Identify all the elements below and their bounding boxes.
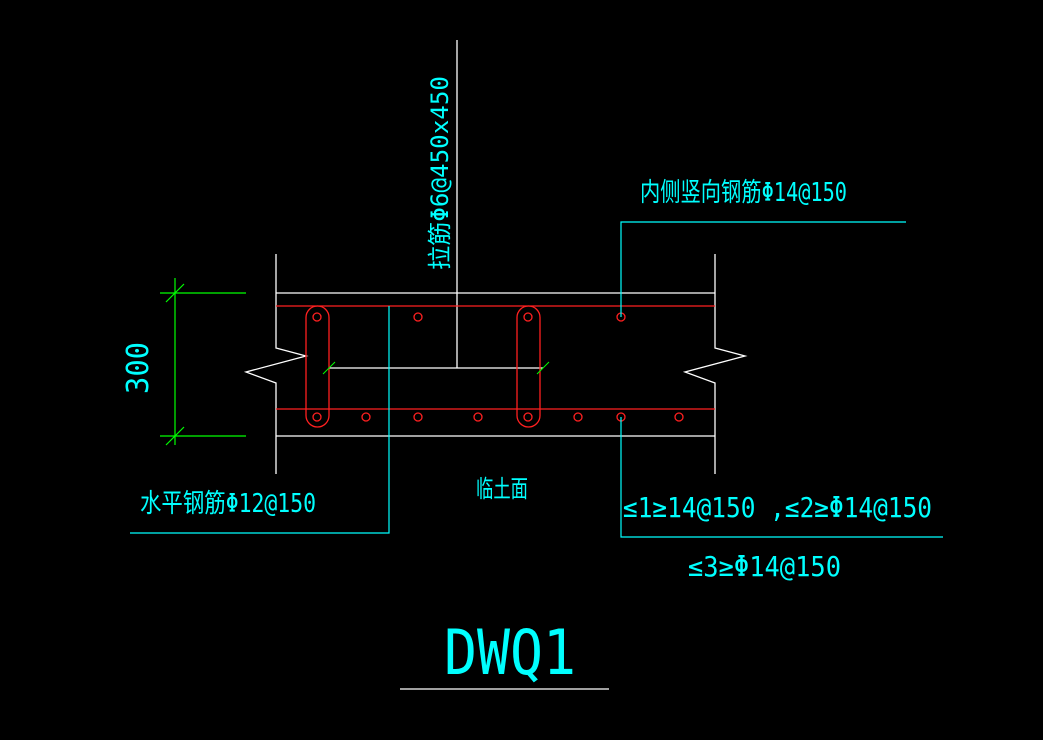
dimension-tick-bottom [165,426,185,446]
bar-marks-leader [620,417,943,538]
horizontal-rebar-label: 水平钢筋Φ12@150 [140,489,316,519]
rebar-dot [473,412,483,422]
rebar-dot [523,412,533,422]
right-break-line [682,254,748,474]
rebar-dot [674,412,684,422]
dimension-300 [160,278,246,446]
rebar-dot [312,412,322,422]
drawing-title: DWQ1 [444,616,576,689]
dimension-tick-top [165,283,185,303]
tie-tick-right [536,361,550,375]
tie-tick-left [322,361,336,375]
tie-bar-left [305,305,330,428]
horizontal-rebar-leader [130,306,390,534]
leader-lines [130,221,943,538]
left-break-line [243,254,309,474]
tie-bar-right [516,305,541,428]
soil-face-label: 临土面 [476,475,528,503]
inner-vertical-leader [620,221,906,317]
tie-bar-ticks [322,361,550,375]
rebar-dot [413,312,423,322]
rebar-dots [312,312,684,422]
rebar-dot [573,412,583,422]
wall-outline [243,40,748,690]
dimension-label: 300 [121,342,156,394]
rebar-lines [276,305,715,428]
rebar-dot [361,412,371,422]
rebar-dot [413,412,423,422]
bar-marks-line2: ≤3≥Φ14@150 [688,550,841,583]
rebar-dot [523,312,533,322]
rebar-dot [312,312,322,322]
bar-marks-line1: ≤1≥14@150 ,≤2≥Φ14@150 [623,491,932,524]
inner-vertical-label: 内侧竖向钢筋Φ14@150 [640,178,847,208]
tie-bar-label: 拉筋Φ6@450x450 [426,76,454,270]
